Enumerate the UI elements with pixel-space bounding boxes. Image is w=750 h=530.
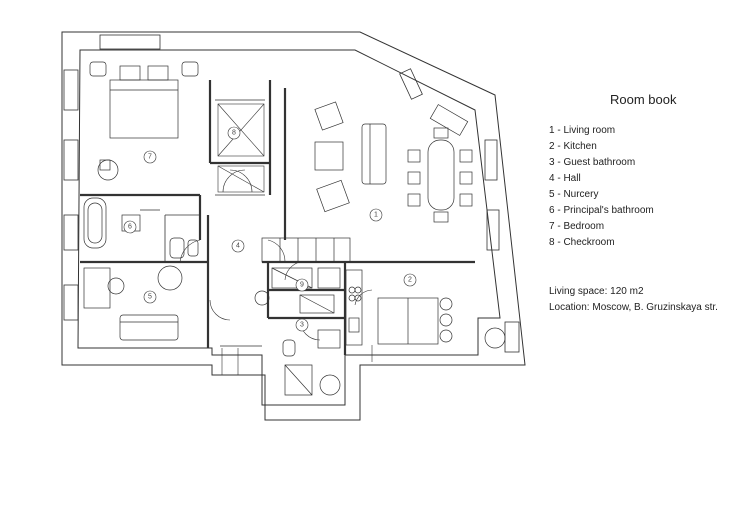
room-number-markers: 1 2 3 4 5 6 7 8 9 (123, 126, 417, 332)
svg-text:5: 5 (148, 294, 152, 301)
svg-text:1: 1 (374, 212, 378, 219)
project-info: Living space: 120 m2 Location: Moscow, B… (549, 284, 718, 316)
svg-text:3: 3 (300, 322, 304, 329)
svg-text:9: 9 (300, 282, 304, 289)
nursery-furniture (83, 265, 183, 341)
legend-item: 1 - Living room (549, 125, 616, 136)
legend-item: 4 - Hall (549, 173, 581, 184)
svg-text:2: 2 (408, 277, 412, 284)
svg-text:8: 8 (232, 130, 236, 137)
svg-text:4: 4 (236, 243, 240, 250)
legend-item: 8 - Checkroom (549, 237, 615, 248)
legend-list: 1 - Living room 2 - Kitchen 3 - Guest ba… (549, 123, 654, 251)
bedroom-furniture (89, 61, 199, 181)
interior-walls (80, 80, 475, 355)
room-marker-2: 2 (403, 273, 417, 287)
outer-wall (61, 31, 526, 421)
svg-text:7: 7 (148, 154, 152, 161)
room-marker-4: 4 (231, 239, 245, 253)
kitchen-fixtures (345, 269, 506, 349)
legend-item: 3 - Guest bathroom (549, 157, 636, 168)
hall-fixtures (254, 237, 351, 306)
room-marker-6: 6 (123, 220, 137, 234)
legend-item: 7 - Bedroom (549, 221, 605, 232)
principal-bathroom-fixtures (83, 197, 199, 259)
location-text: Location: Moscow, B. Gruzinskaya str. (549, 302, 718, 313)
room-marker-1: 1 (369, 208, 383, 222)
legend-title: Room book (610, 92, 677, 107)
room-marker-3: 3 (295, 318, 309, 332)
room-marker-9: 9 (295, 278, 309, 292)
legend-item: 2 - Kitchen (549, 141, 597, 152)
room-marker-5: 5 (143, 290, 157, 304)
room-marker-8: 8 (227, 126, 241, 140)
room-marker-7: 7 (143, 150, 157, 164)
door-swings (179, 169, 380, 375)
legend-item: 5 - Nurcery (549, 189, 599, 200)
checkroom-shelving (217, 103, 265, 193)
thin-partitions (140, 99, 265, 347)
legend-item: 6 - Principal's bathroom (549, 205, 654, 216)
living-space-text: Living space: 120 m2 (549, 286, 644, 297)
living-room-furniture (314, 101, 473, 223)
svg-text:6: 6 (128, 224, 132, 231)
